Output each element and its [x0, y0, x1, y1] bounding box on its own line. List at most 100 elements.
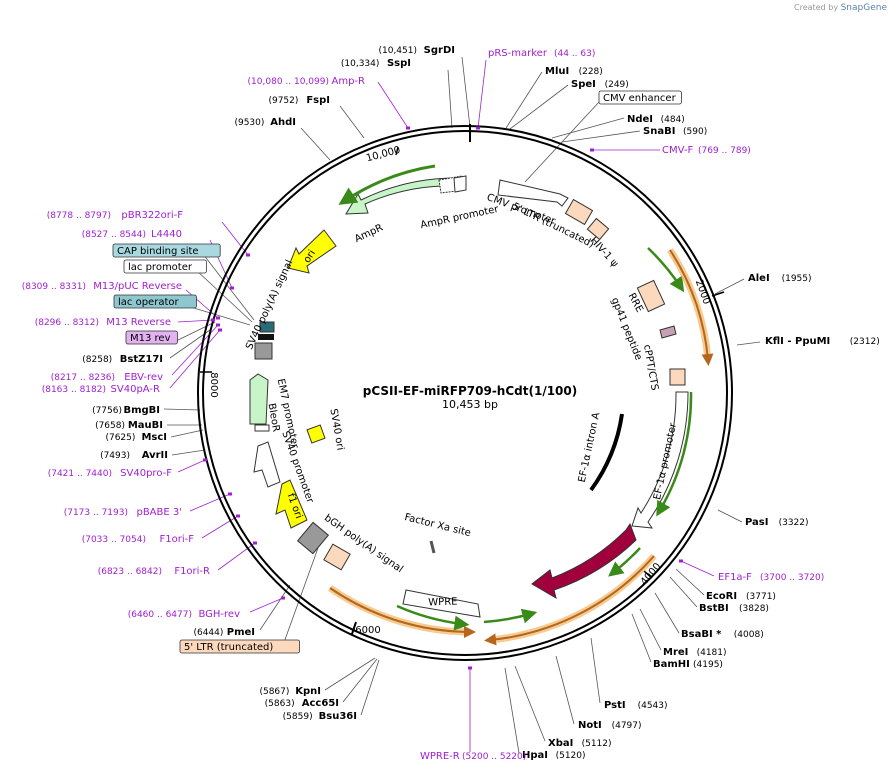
primer-position: (6460 .. 6477)	[128, 610, 192, 620]
primer-f1ori-r[interactable]: F1ori-R(6823 .. 6842)	[98, 566, 210, 577]
primer-name: pRS-marker	[488, 48, 548, 59]
enzyme-maubi[interactable]: (7658)MauBI	[95, 420, 163, 431]
primer-pbabe-3[interactable]: pBABE 3'(7173 .. 7193)	[64, 507, 182, 518]
enzyme-position: (7658)	[95, 421, 125, 431]
feature-label-hiv-1: HIV-1 ψ	[588, 235, 621, 270]
leader-cap-binding-site	[202, 253, 255, 321]
enzyme-bstz17i[interactable]: (8258)BstZ17I	[82, 354, 163, 365]
enzyme-psti[interactable]: (4543)PstI	[604, 700, 668, 711]
leader-ecori	[675, 568, 705, 596]
enzyme-snabi[interactable]: (590)SnaBI	[643, 126, 707, 137]
enzyme-avrii[interactable]: (7493)AvrII	[100, 450, 168, 461]
primer-name: EF1a-F	[718, 572, 752, 583]
enzyme-sgrdi[interactable]: (10,451)SgrDI	[378, 45, 455, 56]
primer-position: (3700 .. 3720)	[760, 573, 824, 583]
enzyme-name: XbaI	[548, 738, 573, 749]
feature-tag-cap-binding-site[interactable]: CAP binding site	[112, 243, 221, 258]
primer-site-ebv-rev	[216, 323, 220, 327]
enzyme-position: (10,451)	[378, 46, 417, 56]
leader-sspi	[447, 69, 453, 129]
enzyme-hpai[interactable]: (5120)HpaI	[522, 750, 586, 761]
enzyme-ndei[interactable]: (484)NdeI	[627, 114, 685, 125]
primer-position: (7173 .. 7193)	[64, 508, 128, 518]
feature-tag-lac-operator[interactable]: lac operator	[113, 294, 197, 309]
feature-tag-m13-rev[interactable]: M13 rev	[125, 330, 178, 345]
tick-label: 8000	[208, 372, 219, 397]
enzyme-ecori[interactable]: (3771)EcoRI	[706, 591, 776, 602]
enzyme-acc65i[interactable]: (5863)Acc65I	[265, 698, 339, 709]
primer-m13-puc-reverse[interactable]: M13/pUC Reverse(8309 .. 8331)	[22, 281, 182, 292]
feature-tag-5-ltr-truncated[interactable]: 5' LTR (truncated)	[179, 639, 300, 654]
enzyme-pmei[interactable]: (6444)PmeI	[193, 627, 255, 638]
leader-sv40pro-f	[177, 459, 206, 473]
enzyme-name: KflI - PpuMI	[765, 336, 830, 347]
enzyme-bmgbi[interactable]: (7756)BmgBI	[92, 405, 160, 416]
enzyme-position: (4797)	[612, 721, 642, 731]
primer-f1ori-f[interactable]: F1ori-F(7033 .. 7054)	[82, 534, 195, 545]
leader-bmgbi	[163, 408, 201, 411]
enzyme-bstbi[interactable]: (3828)BstBI	[699, 603, 769, 614]
primer-cmv-f[interactable]: CMV-F(769 .. 789)	[662, 145, 751, 156]
leader-msci	[170, 429, 204, 438]
primer-site-prs-marker	[476, 126, 480, 130]
tick-6000	[351, 621, 357, 635]
enzyme-ahdi[interactable]: (9530)AhdI	[234, 117, 296, 128]
primer-m13-reverse[interactable]: M13 Reverse(8296 .. 8312)	[35, 317, 171, 328]
enzyme-fspi[interactable]: (9752)FspI	[268, 95, 330, 106]
primer-sv40pro-f[interactable]: SV40pro-F(7421 .. 7440)	[48, 468, 173, 479]
leader-ndei	[551, 117, 625, 139]
enzyme-sspi[interactable]: (10,334)SspI	[341, 58, 411, 69]
leader-ahdi	[300, 127, 331, 161]
orf-arrow-rre	[647, 247, 685, 293]
enzyme-xbai[interactable]: (5112)XbaI	[548, 738, 612, 749]
enzyme-bamhi[interactable]: (4195)BamHI	[653, 659, 723, 670]
enzyme-msci[interactable]: (7625)MscI	[105, 432, 167, 443]
feature-tag-name: lac promoter	[128, 262, 193, 273]
primer-ef1a-f[interactable]: EF1a-F (3700 .. 3720)	[718, 572, 824, 583]
backbone-inner-ring	[202, 130, 728, 656]
ampr-promoter-arrow	[453, 175, 467, 193]
primer-prs-marker[interactable]: pRS-marker(44 .. 63)	[488, 48, 595, 59]
enzyme-pasi[interactable]: (3322)PasI	[745, 517, 809, 528]
primer-position: (769 .. 789)	[698, 146, 751, 156]
primer-sv40pa-r[interactable]: SV40pA-R(8163 .. 8182)	[42, 384, 160, 395]
enzyme-name: Bsu36I	[319, 711, 357, 722]
primer-bgh-rev[interactable]: BGH-rev(6460 .. 6477)	[128, 609, 240, 620]
snapgene-logo: SnapGene	[840, 3, 887, 13]
feature-tag-name: CMV enhancer	[603, 93, 677, 104]
enzyme-position: (7625)	[105, 433, 135, 443]
leader-bamhi	[631, 613, 652, 663]
feature-tag-name: 5' LTR (truncated)	[184, 642, 273, 653]
sv40-ori-feature	[306, 424, 326, 444]
primer-site-bgh-rev	[281, 596, 285, 600]
enzyme-name: BsaBI *	[681, 629, 722, 640]
enzyme-noti[interactable]: (4797)NotI	[578, 720, 642, 731]
enzyme-kfli-ppumi[interactable]: (2312)KflI - PpuMI	[765, 336, 880, 347]
enzyme-mrei[interactable]: (4181)MreI	[663, 647, 727, 658]
enzyme-alei[interactable]: (1955)AleI	[748, 273, 812, 284]
enzyme-kpni[interactable]: (5867)KpnI	[259, 686, 321, 697]
enzyme-name: AhdI	[270, 117, 296, 128]
primer-ebv-rev[interactable]: EBV-rev(8217 .. 8236)	[51, 372, 163, 383]
leader-pasi	[717, 509, 743, 523]
enzyme-bsabi[interactable]: (4008)BsaBI *	[681, 629, 764, 640]
primer-position: (10,080 .. 10,099)	[248, 77, 329, 87]
primer-wpre-r[interactable]: WPRE-R(5200 .. 5220)	[420, 751, 526, 762]
enzyme-bsu36i[interactable]: (5859)Bsu36I	[283, 711, 357, 722]
primer-position: (7421 .. 7440)	[48, 469, 112, 479]
orf-arrow-wpre	[483, 608, 538, 624]
primer-amp-r[interactable]: Amp-R(10,080 .. 10,099)	[248, 76, 365, 87]
plasmid-name: pCSII-EF-miRFP709-hCdt(1/100)	[363, 384, 577, 398]
primer-position: (8309 .. 8331)	[22, 282, 86, 292]
feature-tag-cmv-enhancer[interactable]: CMV enhancer	[598, 90, 682, 105]
gp41-feature	[659, 325, 677, 339]
feature-tag-lac-promoter[interactable]: lac promoter	[123, 259, 207, 274]
orf-arrow-left	[329, 587, 476, 638]
primer-l4440[interactable]: L4440(8527 .. 8544)	[82, 229, 182, 240]
primer-site-pbr322ori-f	[246, 253, 250, 257]
enzyme-spei[interactable]: (249)SpeI	[571, 79, 629, 90]
feature-label-sv40-ori: SV40 ori	[327, 408, 345, 451]
plasmid-length: 10,453 bp	[442, 398, 498, 411]
enzyme-mlui[interactable]: (228)MluI	[545, 66, 603, 77]
primer-pbr322ori-f[interactable]: pBR322ori-F(8778 .. 8797)	[47, 210, 184, 221]
